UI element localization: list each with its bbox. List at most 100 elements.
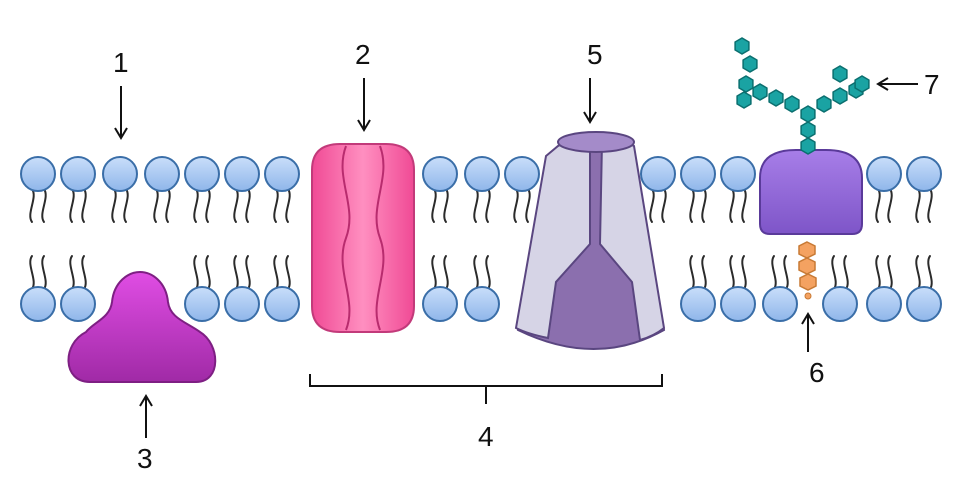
lipid-tail xyxy=(661,188,667,223)
phospholipid-head xyxy=(680,156,716,192)
glycoprotein xyxy=(759,149,863,235)
phospholipid-head xyxy=(224,286,260,322)
lipid-tail xyxy=(729,188,735,223)
sugar-unit xyxy=(800,137,816,155)
lipid-tail xyxy=(69,255,75,290)
lipid-tail xyxy=(473,188,479,223)
lipid-tail xyxy=(273,255,279,290)
lipid-tail xyxy=(525,188,531,223)
phospholipid-head xyxy=(720,286,756,322)
lipid-tail xyxy=(431,255,437,290)
arrowhead-3 xyxy=(139,394,153,407)
phospholipid-head xyxy=(264,286,300,322)
phospholipid-head xyxy=(60,156,96,192)
arrowhead-7 xyxy=(876,77,889,91)
phospholipid-head xyxy=(720,156,756,192)
lipid-tail xyxy=(485,255,491,290)
sugar-unit xyxy=(738,75,754,93)
sugar-unit xyxy=(800,121,816,139)
lipid-tail xyxy=(783,255,789,290)
label-3: 3 xyxy=(137,443,153,474)
label-5: 5 xyxy=(587,39,603,70)
lipid-tail xyxy=(843,255,849,290)
lipid-tail xyxy=(443,255,449,290)
label-7: 7 xyxy=(924,69,940,100)
phospholipid-head xyxy=(866,156,902,192)
phospholipid-head xyxy=(264,156,300,192)
lipid-tail xyxy=(29,188,35,223)
lipid-tail xyxy=(875,188,881,223)
transport-protein xyxy=(514,131,666,350)
lipid-tail xyxy=(701,188,707,223)
phospholipid-head xyxy=(866,286,902,322)
lipid-tail xyxy=(513,188,519,223)
lipid-tail xyxy=(473,255,479,290)
phospholipid-head xyxy=(640,156,676,192)
phospholipid-head xyxy=(762,286,798,322)
channel-protein xyxy=(311,143,415,333)
sugar-unit xyxy=(734,37,750,55)
bracket-4 xyxy=(309,374,663,404)
lipid-tail xyxy=(485,188,491,223)
lipid-tail xyxy=(927,188,933,223)
peripheral-protein xyxy=(67,270,217,383)
label-6: 6 xyxy=(809,357,825,388)
lipid-tail xyxy=(273,188,279,223)
lipid-tail xyxy=(887,255,893,290)
lipid-tail xyxy=(689,255,695,290)
lipid-tail xyxy=(233,255,239,290)
lipid-tail xyxy=(741,188,747,223)
phospholipid-head xyxy=(464,156,500,192)
phospholipid-head xyxy=(20,286,56,322)
lipid-tail xyxy=(41,188,47,223)
lipid-tail xyxy=(41,255,47,290)
lipid-tail xyxy=(81,255,87,290)
arrowhead-5 xyxy=(583,111,597,124)
phospholipid-bilayer xyxy=(20,156,942,322)
lipid-tail xyxy=(875,255,881,290)
carbohydrate-chain xyxy=(734,37,870,155)
phospholipid-head xyxy=(184,286,220,322)
sugar-unit xyxy=(784,95,800,113)
lipid-tail xyxy=(701,255,707,290)
lipid-tail xyxy=(205,255,211,290)
sugar-unit xyxy=(832,87,848,105)
lipid-tail xyxy=(81,188,87,223)
sugar-unit xyxy=(742,55,758,73)
phospholipid-head xyxy=(422,156,458,192)
lipid-tail xyxy=(193,255,199,290)
sugar-unit xyxy=(736,91,752,109)
lipid-tail xyxy=(729,255,735,290)
lipid-tail xyxy=(165,188,171,223)
label-1: 1 xyxy=(113,47,129,78)
label-4: 4 xyxy=(478,421,494,452)
sugar-unit xyxy=(816,95,832,113)
phospholipid-head xyxy=(906,156,942,192)
lipid-tail xyxy=(233,188,239,223)
phospholipid-head xyxy=(102,156,138,192)
phospholipid-head xyxy=(184,156,220,192)
lipid-tail xyxy=(689,188,695,223)
lipid-tail xyxy=(431,188,437,223)
phospholipid-head xyxy=(60,286,96,322)
lipid-tail xyxy=(205,188,211,223)
lipid-tail xyxy=(285,188,291,223)
phospholipid-head xyxy=(822,286,858,322)
lipid-tail xyxy=(193,188,199,223)
lipid-tail xyxy=(245,255,251,290)
arrowhead-6 xyxy=(801,312,815,325)
phospholipid-head xyxy=(422,286,458,322)
sugar-unit xyxy=(752,83,768,101)
label-2: 2 xyxy=(355,39,371,70)
arrowhead-2 xyxy=(357,119,371,132)
lipid-tail xyxy=(771,255,777,290)
phospholipid-head xyxy=(20,156,56,192)
lipid-tail xyxy=(649,188,655,223)
lipid-tail xyxy=(915,188,921,223)
sugar-unit xyxy=(832,65,848,83)
lipid-tail xyxy=(831,255,837,290)
sugar-unit xyxy=(800,105,816,123)
lipid-tail xyxy=(153,188,159,223)
phospholipid-head xyxy=(906,286,942,322)
